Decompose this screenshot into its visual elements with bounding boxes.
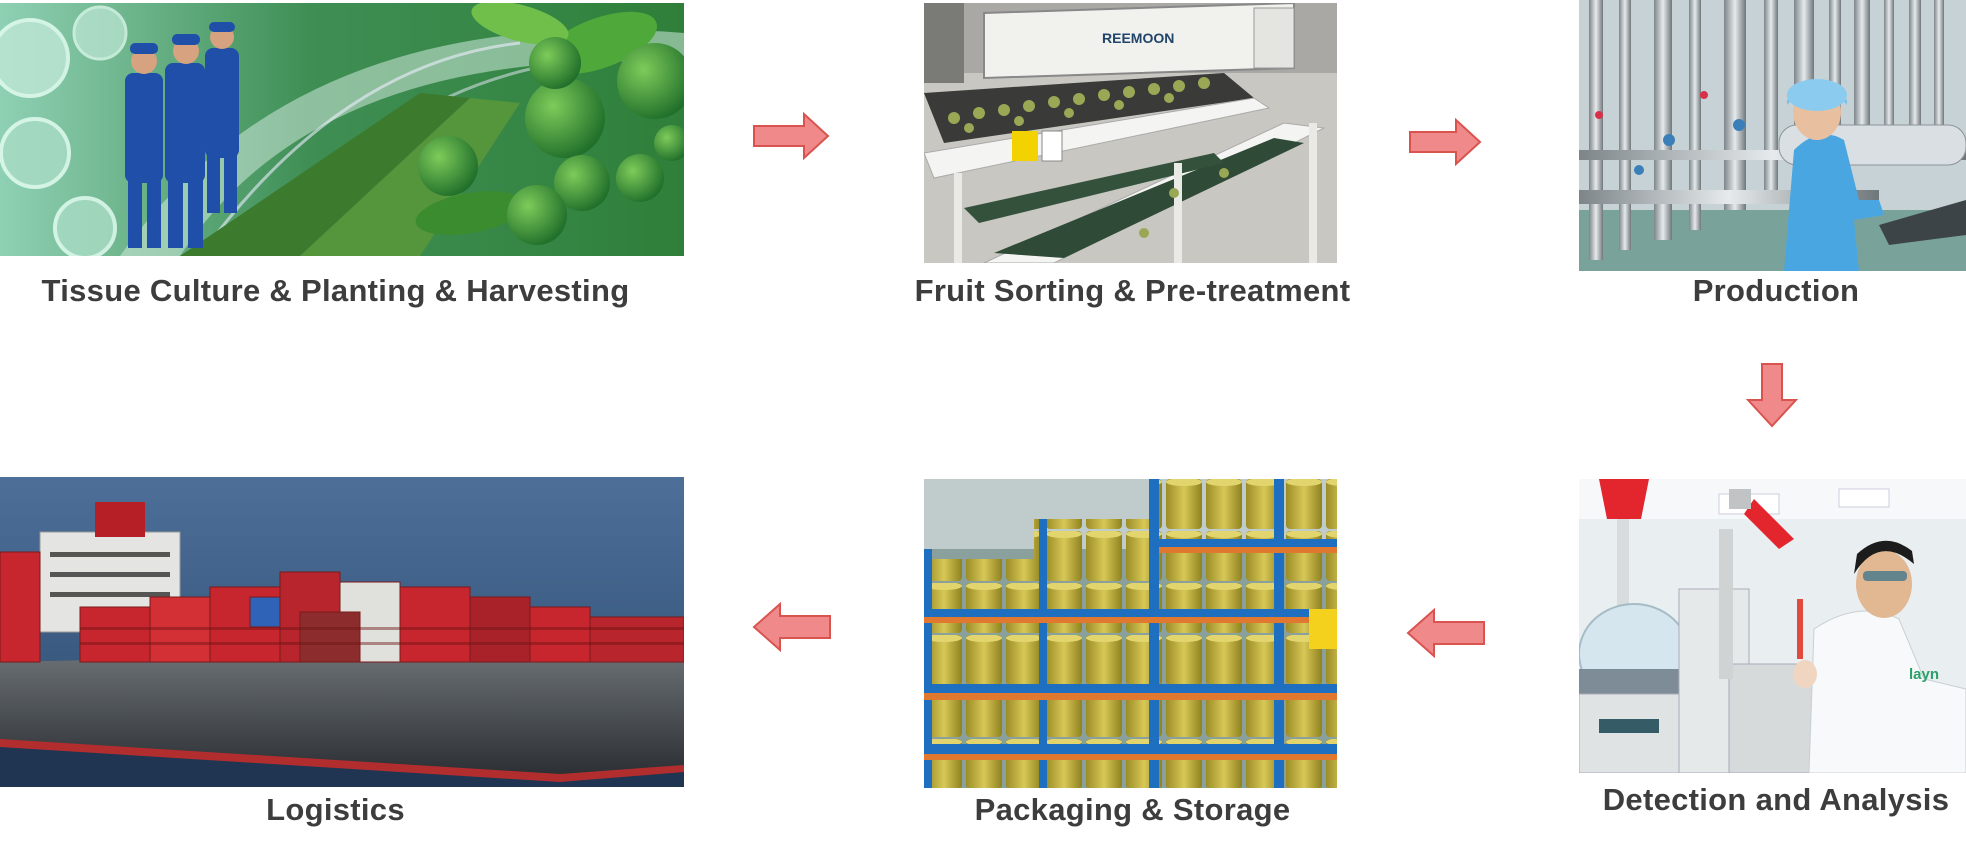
production-photo	[1579, 0, 1966, 271]
step-label-sorting: Fruit Sorting & Pre-treatment	[914, 273, 1351, 308]
tissue-culture-photo	[0, 3, 684, 256]
arrow-right-icon	[752, 112, 830, 160]
step-label-production: Production	[1692, 273, 1860, 308]
step-label-logistics: Logistics	[266, 792, 405, 827]
step-label-detection: Detection and Analysis	[1602, 782, 1950, 817]
fruit-sorting-photo: REEMOON	[924, 3, 1337, 263]
svg-text:layn: layn	[1909, 666, 1939, 683]
logistics-photo	[0, 477, 684, 787]
arrow-left-icon	[752, 602, 832, 652]
arrow-left-icon	[1406, 608, 1486, 658]
step-label-packaging: Packaging & Storage	[974, 792, 1291, 827]
detection-photo: layn	[1579, 479, 1966, 773]
packaging-photo	[924, 479, 1337, 788]
step-label-tissue: Tissue Culture & Planting & Harvesting	[41, 273, 630, 308]
svg-text:REEMOON: REEMOON	[1102, 30, 1174, 46]
arrow-right-icon	[1408, 118, 1482, 166]
arrow-down-icon	[1746, 362, 1798, 428]
